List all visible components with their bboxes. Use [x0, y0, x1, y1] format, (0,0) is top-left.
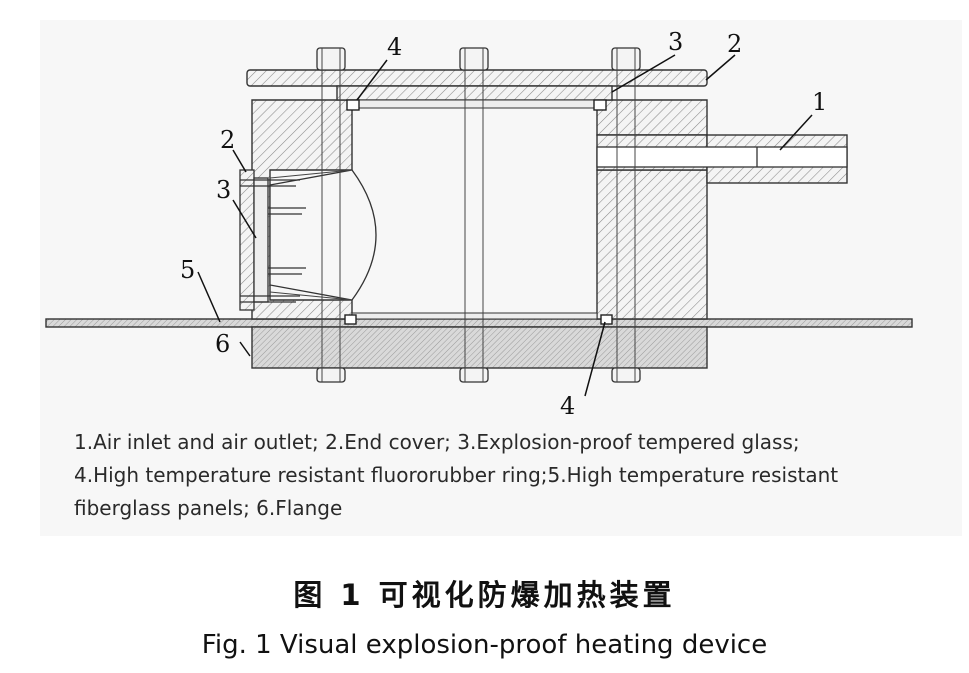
label-ring-bottom: 4	[560, 392, 575, 420]
top-inner-frame	[351, 99, 598, 109]
fluororubber-ring	[593, 99, 607, 111]
label-fiberglass: 5	[180, 256, 195, 284]
top-glass	[336, 85, 613, 101]
label-glass-top: 3	[668, 28, 683, 56]
label-end-cover-side: 2	[220, 126, 235, 154]
caption-english: Fig. 1 Visual explosion-proof heating de…	[201, 630, 768, 660]
body-bottom-strip	[351, 312, 598, 320]
viewing-lens	[269, 169, 377, 301]
label-glass-side: 3	[216, 176, 231, 204]
fiberglass-panel	[45, 318, 913, 328]
caption-chinese: 图 1 可视化防爆加热装置	[293, 578, 676, 612]
label-air-inlet: 1	[812, 88, 827, 116]
leader-lines	[197, 54, 813, 397]
flange	[251, 326, 708, 369]
air-inlet-pipe-bore	[596, 146, 848, 168]
bolt-shafts	[321, 48, 636, 382]
legend-line-1: 1.Air inlet and air outlet; 2.End cover;…	[74, 430, 800, 454]
bolts	[316, 47, 641, 383]
fluororubber-ring	[346, 99, 360, 111]
label-flange: 6	[215, 330, 230, 358]
fluororubber-ring	[344, 314, 357, 325]
side-screws	[240, 179, 306, 303]
body-left-wall	[251, 99, 353, 320]
legend-line-2: 4.High temperature resistant fluororubbe…	[74, 463, 839, 487]
top-end-cover	[246, 69, 708, 87]
legend-line-3: fiberglass panels; 6.Flange	[74, 496, 343, 520]
side-end-cover	[239, 169, 255, 311]
body-right-wall	[596, 99, 708, 320]
fluororubber-ring	[600, 314, 613, 325]
label-end-cover-top: 2	[727, 30, 742, 58]
label-ring-top: 4	[387, 33, 402, 61]
side-glass	[253, 177, 269, 303]
